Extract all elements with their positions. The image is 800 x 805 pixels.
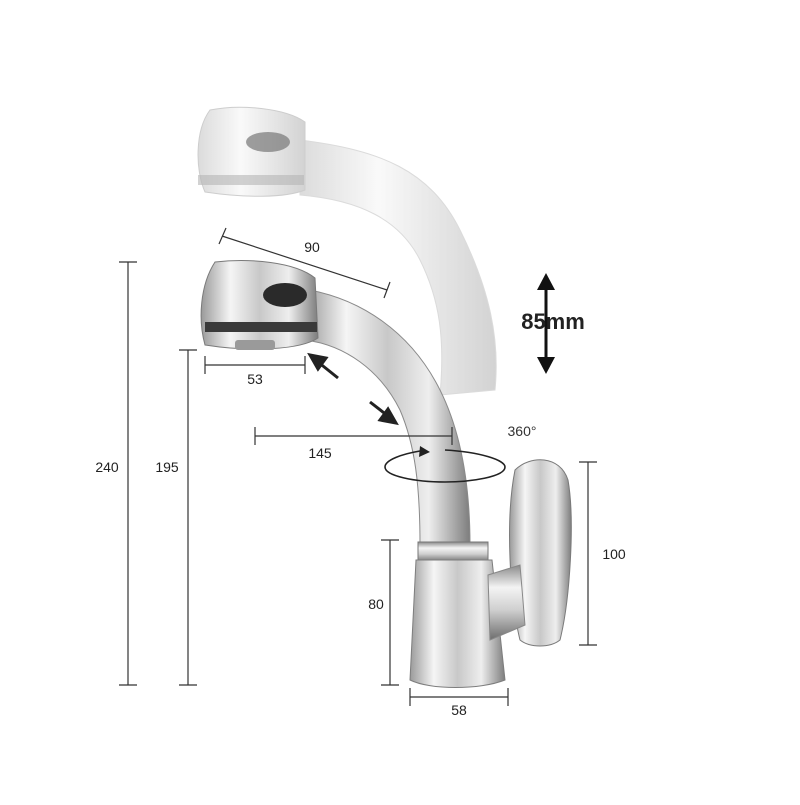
- pull-direction-arrows: [307, 352, 399, 426]
- dim-53-label: 53: [247, 371, 263, 387]
- rotation-label: 360°: [508, 423, 537, 439]
- dim-90-line: [221, 235, 388, 291]
- dim-195-label: 195: [155, 459, 179, 475]
- pull-out-travel-label: 85mm: [521, 309, 585, 334]
- dim-100-label: 100: [602, 546, 626, 562]
- dim-80-label: 80: [368, 596, 384, 612]
- dim-90-label: 90: [304, 239, 320, 255]
- dimension-lines: [119, 227, 597, 706]
- faucet-body: [200, 260, 572, 688]
- dim-145-label: 145: [308, 445, 332, 461]
- dim-58-label: 58: [451, 702, 467, 718]
- pull-out-travel-arrow: [537, 273, 555, 374]
- dim-240-label: 240: [95, 459, 119, 475]
- faucet-ghost-position: [197, 106, 497, 396]
- rotation-indicator: [384, 446, 506, 483]
